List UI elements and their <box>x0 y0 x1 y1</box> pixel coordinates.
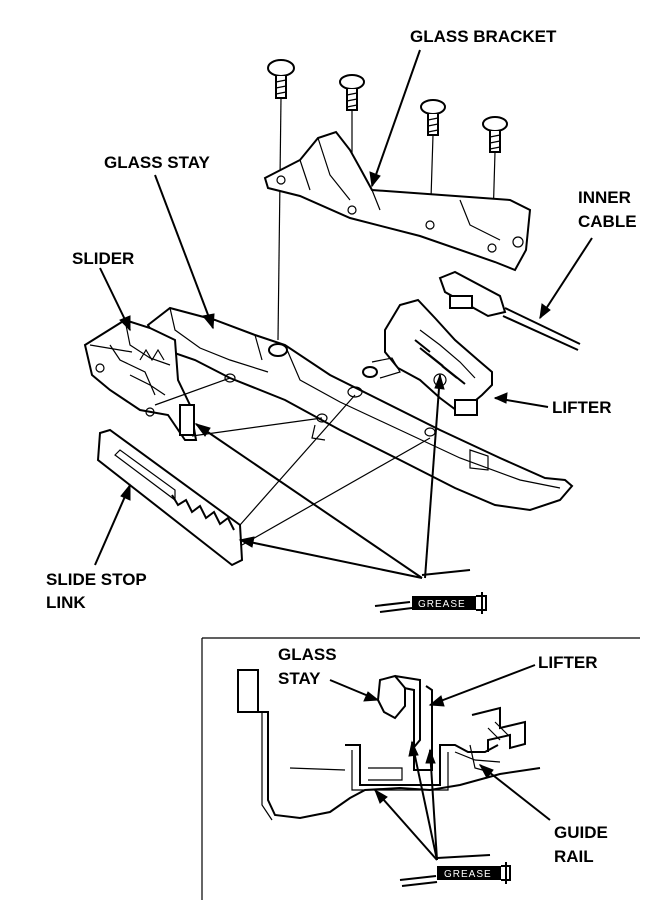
grease-tube-top: GREASE <box>374 569 487 614</box>
label-lifter: LIFTER <box>552 398 612 417</box>
inset-label-glass: GLASS <box>278 645 337 664</box>
leader-lines <box>94 49 593 579</box>
label-cable: CABLE <box>578 212 637 231</box>
label-glass-stay: GLASS STAY <box>104 153 210 172</box>
screw-4 <box>482 116 508 153</box>
inset-label-lifter: LIFTER <box>538 653 598 672</box>
grease-label-bottom: GREASE <box>444 869 492 880</box>
inset-label-guide: GUIDE <box>554 823 608 842</box>
inner-cable <box>438 270 581 351</box>
cross-section-inset <box>201 637 640 900</box>
label-link: LINK <box>46 593 86 612</box>
label-slider: SLIDER <box>72 249 134 268</box>
inset-label-rail: RAIL <box>554 847 594 866</box>
slider <box>83 318 198 441</box>
lifter <box>362 298 493 416</box>
glass-stay <box>146 306 574 512</box>
screw-1 <box>267 59 295 99</box>
grease-tube-bottom: GREASE <box>399 854 511 887</box>
glass-bracket <box>263 130 532 272</box>
slide-stop-link <box>96 428 244 567</box>
screw-3 <box>420 99 446 136</box>
inset-label-stay: STAY <box>278 669 321 688</box>
label-slide-stop: SLIDE STOP <box>46 570 147 589</box>
assembly-guide-lines <box>89 344 431 546</box>
label-glass-bracket: GLASS BRACKET <box>410 27 557 46</box>
label-inner: INNER <box>578 188 631 207</box>
grease-label-top: GREASE <box>418 599 466 610</box>
inset-leader-lines <box>329 664 551 861</box>
screw-2 <box>339 74 365 111</box>
